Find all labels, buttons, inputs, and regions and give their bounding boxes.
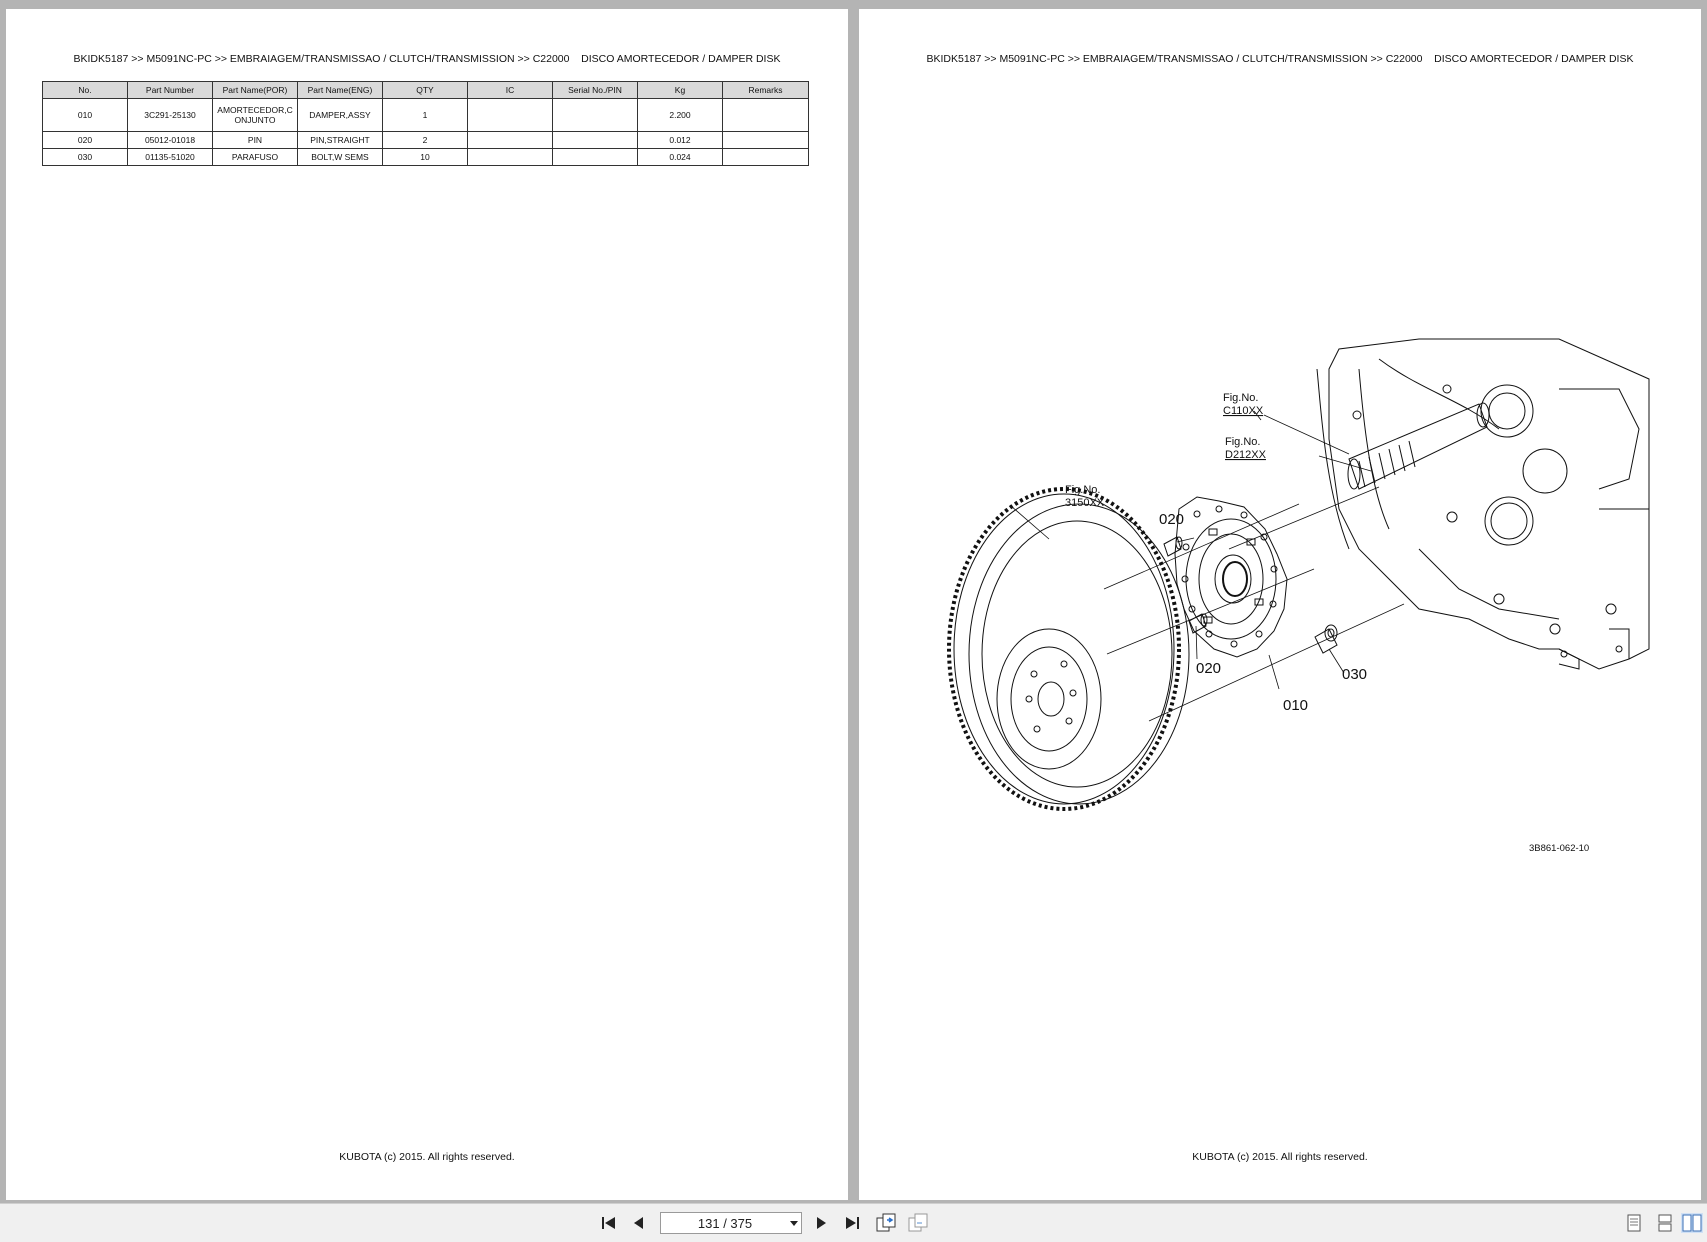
left-page: BKIDK5187 >> M5091NC-PC >> EMBRAIAGEM/TR… [6, 9, 848, 1200]
col-header-ic: IC [467, 81, 553, 99]
table-row: 020 05012-01018 PIN PIN,STRAIGHT 2 0.012 [42, 131, 809, 149]
cell-ic [467, 148, 553, 166]
bolt [1314, 624, 1338, 654]
input-shaft [1347, 402, 1490, 490]
next-page-icon[interactable] [810, 1212, 832, 1234]
two-page-view-icon[interactable] [1681, 1212, 1703, 1234]
copy-icon[interactable] [875, 1212, 897, 1234]
cell-kg: 2.200 [637, 98, 723, 132]
cell-kg: 0.012 [637, 131, 723, 149]
callout-010: 010 [1283, 697, 1308, 714]
chevron-down-icon[interactable] [790, 1221, 798, 1226]
cell-kg: 0.024 [637, 148, 723, 166]
viewer-toolbar [0, 1203, 1707, 1242]
col-header-qty: QTY [382, 81, 468, 99]
cell-part-number: 01135-51020 [127, 148, 213, 166]
fig-ref-c110xx: C110XX [1223, 405, 1264, 417]
cell-part-name-por: PARAFUSO [212, 148, 298, 166]
cell-no: 010 [42, 98, 128, 132]
right-page: BKIDK5187 >> M5091NC-PC >> EMBRAIAGEM/TR… [859, 9, 1701, 1200]
drawing-code: 3B861-062-10 [1529, 843, 1589, 854]
cell-qty: 10 [382, 148, 468, 166]
cell-serial [552, 131, 638, 149]
callout-030: 030 [1342, 666, 1367, 683]
col-header-part-number: Part Number [127, 81, 213, 99]
cell-serial [552, 98, 638, 132]
page-footer: KUBOTA (c) 2015. All rights reserved. [1192, 1151, 1368, 1163]
prev-page-icon[interactable] [628, 1212, 650, 1234]
fig-label-3: Fig.No. [1065, 484, 1100, 496]
table-row: 030 01135-51020 PARAFUSO BOLT,W SEMS 10 … [42, 148, 809, 166]
single-page-view-icon[interactable] [1623, 1212, 1645, 1234]
cell-qty: 1 [382, 98, 468, 132]
pins [1163, 536, 1208, 634]
transmission-housing [1316, 338, 1650, 670]
parts-table: No. Part Number Part Name(POR) Part Name… [42, 81, 809, 166]
damper-disk [1174, 496, 1288, 658]
cell-remarks [722, 98, 809, 132]
callout-020-upper: 020 [1159, 511, 1184, 528]
cell-part-number: 05012-01018 [127, 131, 213, 149]
cell-no: 020 [42, 131, 128, 149]
col-header-no: No. [42, 81, 128, 99]
leader-lines [1010, 410, 1372, 690]
col-header-remarks: Remarks [722, 81, 809, 99]
table-header-row: No. Part Number Part Name(POR) Part Name… [42, 81, 809, 99]
col-header-part-name-por: Part Name(POR) [212, 81, 298, 99]
first-page-icon[interactable] [598, 1212, 620, 1234]
cell-part-name-eng: PIN,STRAIGHT [297, 131, 383, 149]
fig-label-1: Fig.No. [1223, 392, 1258, 404]
col-header-kg: Kg [637, 81, 723, 99]
col-header-serial: Serial No./PIN [552, 81, 638, 99]
cell-part-number: 3C291-25130 [127, 98, 213, 132]
paste-icon[interactable] [907, 1212, 929, 1234]
cell-remarks [722, 148, 809, 166]
page-header: BKIDK5187 >> M5091NC-PC >> EMBRAIAGEM/TR… [73, 53, 781, 65]
alignment-lines [1103, 486, 1405, 722]
cell-part-name-eng: BOLT,W SEMS [297, 148, 383, 166]
page-number-input[interactable] [660, 1212, 802, 1234]
cell-ic [467, 98, 553, 132]
fig-ref-d212xx: D212XX [1225, 449, 1267, 461]
fig-ref-3150xx: 3150XX [1065, 497, 1105, 509]
page-footer: KUBOTA (c) 2015. All rights reserved. [339, 1151, 515, 1163]
cell-serial [552, 148, 638, 166]
cell-qty: 2 [382, 131, 468, 149]
fig-label-2: Fig.No. [1225, 436, 1260, 448]
continuous-view-icon[interactable] [1654, 1212, 1676, 1234]
cell-part-name-eng: DAMPER,ASSY [297, 98, 383, 132]
cell-part-name-por: PIN [212, 131, 298, 149]
exploded-parts-diagram: Fig.No. C110XX Fig.No. D212XX Fig.No. 31… [947, 338, 1650, 854]
cell-ic [467, 131, 553, 149]
callout-020-lower: 020 [1196, 660, 1221, 677]
page-header: BKIDK5187 >> M5091NC-PC >> EMBRAIAGEM/TR… [926, 53, 1634, 65]
col-header-part-name-eng: Part Name(ENG) [297, 81, 383, 99]
flywheel [947, 487, 1190, 811]
cell-remarks [722, 131, 809, 149]
table-row: 010 3C291-25130 AMORTECEDOR,CONJUNTO DAM… [42, 98, 809, 132]
last-page-icon[interactable] [841, 1212, 863, 1234]
cell-part-name-por: AMORTECEDOR,CONJUNTO [212, 98, 298, 132]
cell-no: 030 [42, 148, 128, 166]
